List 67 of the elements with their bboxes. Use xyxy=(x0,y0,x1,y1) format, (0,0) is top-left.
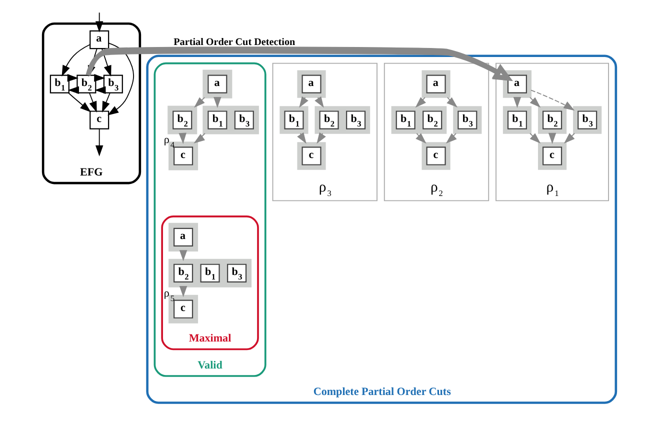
node-box: b$_{3}$ xyxy=(578,110,598,130)
arrow xyxy=(102,92,110,112)
arrow xyxy=(416,132,426,144)
node-box: a xyxy=(507,74,527,94)
arrow xyxy=(95,128,104,156)
arrow xyxy=(108,42,134,116)
node-box: b$_{3}$ xyxy=(234,110,254,130)
cluster xyxy=(168,142,198,170)
node-box: b$_{2}$ xyxy=(174,264,194,282)
node-box: c xyxy=(174,146,194,166)
arrow xyxy=(62,44,91,76)
node-box: b$_{1}$ xyxy=(396,110,416,130)
node-box: b$_{2}$ xyxy=(542,110,562,130)
arrow xyxy=(88,92,97,112)
cluster xyxy=(422,142,450,170)
cluster xyxy=(297,70,326,98)
node-box: c xyxy=(302,146,322,166)
node-box: b$_{1}$ xyxy=(200,264,220,282)
cluster xyxy=(453,106,482,134)
node-box: c xyxy=(542,146,562,166)
arrow xyxy=(446,96,458,108)
node-box: a xyxy=(426,74,446,94)
node-box: b$_{1}$ xyxy=(284,110,304,130)
arrow xyxy=(564,132,575,144)
node-box: b$_{2}$ xyxy=(172,110,192,130)
node-box: a xyxy=(174,228,194,246)
node-box: a xyxy=(208,74,228,94)
cluster xyxy=(297,142,326,170)
cluster xyxy=(538,106,567,134)
arrow xyxy=(194,132,206,144)
edge-label: Partial Order Cut Detection xyxy=(174,37,296,48)
cluster xyxy=(573,106,602,134)
arrow xyxy=(530,90,575,111)
arrow xyxy=(68,92,92,112)
node-label: ρ$_{5}$ xyxy=(164,287,175,303)
node-box: c xyxy=(90,110,110,130)
arrow xyxy=(530,96,541,108)
cluster xyxy=(502,70,532,98)
node-box: b$_{3}$ xyxy=(458,110,478,130)
arrow xyxy=(415,96,426,108)
arrow xyxy=(194,96,206,108)
cluster xyxy=(168,106,198,134)
cluster xyxy=(168,222,198,252)
arrow xyxy=(95,12,104,32)
cluster xyxy=(538,142,567,170)
node-label: ρ$_{4}$ xyxy=(164,134,175,150)
cluster xyxy=(502,106,532,134)
cluster xyxy=(168,294,198,324)
arrow xyxy=(446,132,457,144)
node-box: b$_{2}$ xyxy=(319,110,339,130)
cluster xyxy=(202,70,232,98)
node-box: c xyxy=(426,146,446,166)
node-box: a xyxy=(90,30,110,50)
cluster xyxy=(422,70,450,98)
cluster xyxy=(280,106,308,134)
node-box: c xyxy=(174,300,194,318)
arrow xyxy=(530,132,541,144)
node-box: b$_{3}$ xyxy=(227,264,247,282)
node-box: b$_{3}$ xyxy=(346,110,366,130)
cluster xyxy=(314,106,370,134)
cluster xyxy=(202,106,259,134)
node-box: a xyxy=(302,74,322,94)
node-box: b$_{1}$ xyxy=(208,110,228,130)
cluster xyxy=(391,106,447,134)
cluster xyxy=(168,258,252,288)
node-box: b$_{2}$ xyxy=(422,110,442,130)
node-box: b$_{1}$ xyxy=(507,110,527,130)
